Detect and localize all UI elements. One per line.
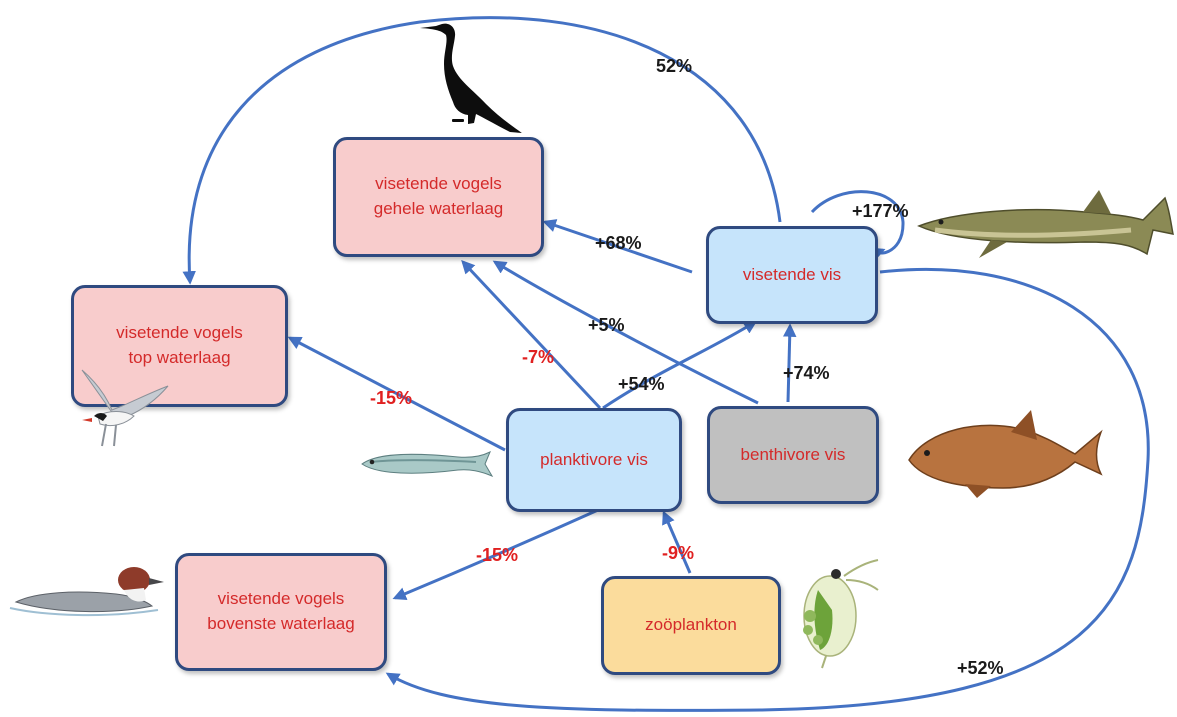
edge-label-piscivore-to-birds-whole: +68% — [595, 233, 642, 253]
bream-fish-icon — [908, 410, 1103, 498]
edge-label-benthivore-to-piscivore: +74% — [783, 363, 830, 383]
node-birds-top-water-layer: visetende vogels top waterlaag — [71, 285, 288, 407]
edge-label-piscivore-to-birds-upper: +52% — [957, 658, 1004, 678]
edge-label-piscivore-self: +177% — [852, 201, 909, 221]
edge-label-zooplankton-to-planktivore: -9% — [662, 543, 695, 563]
node-planktivorous-fish: planktivore vis — [506, 408, 682, 512]
edge-label-benthivore-to-birds-whole: +5% — [588, 315, 625, 335]
tern-icon — [81, 369, 169, 447]
smelt-fish-icon — [361, 450, 494, 478]
arrow-piscivore-to-birds-whole — [542, 219, 693, 274]
node-label: visetende vogels bovenste waterlaag — [207, 589, 355, 633]
arrow-planktivore-to-piscivore — [602, 320, 758, 410]
daphnia-icon — [803, 559, 879, 669]
arrow-benthivore-to-piscivore — [782, 323, 797, 403]
node-label: visetende vogels top waterlaag — [116, 323, 243, 367]
cormorant-icon — [420, 23, 522, 134]
arrow-planktivore-to-birds-top — [287, 336, 506, 452]
arrow-piscivore-to-birds-upper — [385, 267, 1150, 712]
node-benthivorous-fish: benthivore vis — [707, 406, 879, 504]
node-zooplankton: zoöplankton — [601, 576, 781, 675]
pike-fish-icon — [917, 190, 1174, 258]
node-label: benthivore vis — [740, 444, 846, 464]
arrow-piscivore-to-birds-top — [182, 16, 782, 285]
node-label: visetende vogels gehele waterlaag — [373, 174, 504, 218]
node-label: zoöplankton — [645, 615, 737, 635]
edge-label-planktivore-to-birds-whole: -7% — [522, 347, 555, 367]
node-label: visetende vis — [742, 264, 842, 284]
edge-label-planktivore-to-piscivore: +54% — [618, 374, 665, 394]
node-birds-whole-water-layer: visetende vogels gehele waterlaag — [333, 137, 544, 257]
arrow-zooplankton-to-planktivore — [662, 510, 692, 574]
arrow-planktivore-to-birds-whole — [461, 260, 602, 410]
node-birds-upper-water-layer: visetende vogels bovenste waterlaag — [175, 553, 387, 671]
smew-duck-icon — [9, 567, 164, 617]
arrow-piscivore-self — [810, 190, 905, 261]
node-label: planktivore vis — [540, 449, 648, 469]
arrow-benthivore-to-birds-whole — [492, 260, 759, 405]
arrow-planktivore-to-birds-upper — [392, 508, 599, 601]
node-piscivorous-fish: visetende vis — [706, 226, 878, 324]
edge-label-planktivore-to-birds-upper: -15% — [476, 545, 519, 565]
edge-label-planktivore-to-birds-top: -15% — [370, 388, 413, 408]
edge-label-piscivore-to-birds-top: 52% — [656, 56, 693, 76]
